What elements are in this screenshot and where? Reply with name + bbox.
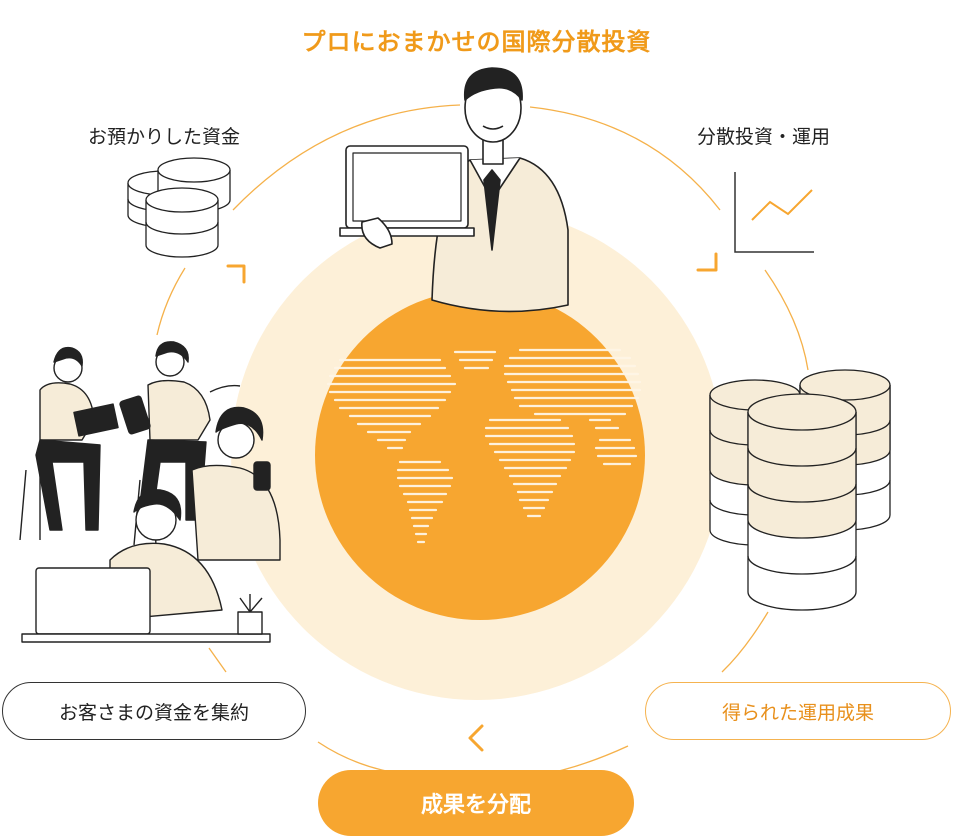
page-title: プロにおまかせの国際分散投資	[301, 28, 652, 56]
label-diversified-investment: 分散投資・運用	[697, 126, 831, 148]
arrow-chevron-icon	[226, 264, 246, 284]
collect-funds-pill: お客さまの資金を集約	[2, 682, 306, 740]
people-group-illustration	[19, 341, 281, 643]
distribute-results-pill: 成果を分配	[318, 770, 634, 836]
businessman-illustration	[339, 67, 569, 313]
arrow-chevron-icon	[468, 724, 484, 752]
label-deposited-funds: お預かりした資金	[88, 126, 241, 148]
large-coin-stack-icon	[709, 369, 891, 611]
coin-stack-icon	[127, 157, 231, 258]
line-chart-icon	[734, 172, 814, 253]
arrow-chevron-icon	[696, 252, 718, 272]
globe-icon	[315, 290, 645, 620]
investment-results-pill: 得られた運用成果	[645, 682, 951, 740]
